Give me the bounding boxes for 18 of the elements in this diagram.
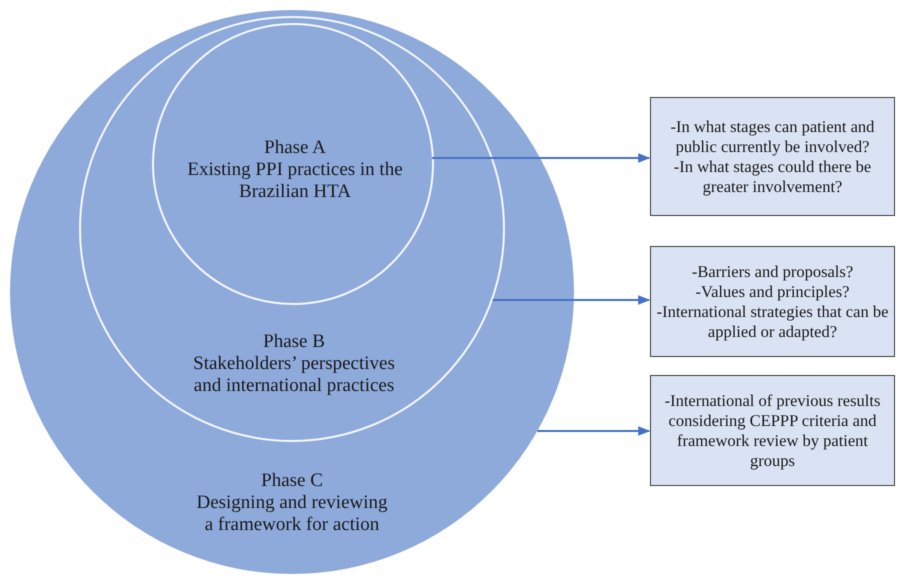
question-text: -International of previous results considering CEPPP criteria and framework review by patient groups: [664, 390, 882, 470]
phase-title: Phase C: [260, 470, 324, 492]
arrow: [432, 153, 650, 163]
question-text: -International strategies that can be applied or adapted?: [656, 302, 890, 342]
phase-description: Designing and reviewing a framework for action: [195, 492, 388, 536]
arrow: [537, 426, 650, 436]
question-box: [650, 97, 895, 216]
question-text: -In what stages could there be greater involvement?: [672, 156, 872, 196]
question-text: -In what stages can patient and public currently be involved?: [670, 116, 876, 156]
phase-description: Stakeholders’ perspectives and international practices: [192, 353, 396, 397]
question-text: -Barriers and proposals?: [692, 262, 854, 282]
question-box: [650, 246, 895, 357]
question-box: [650, 375, 895, 486]
phase-title: Phase A: [263, 137, 327, 159]
phase-title: Phase B: [262, 331, 326, 353]
question-text: -Values and principles?: [696, 282, 850, 302]
phase-description: Existing PPI practices in the Brazilian HTA: [186, 159, 404, 203]
arrow: [492, 295, 650, 305]
